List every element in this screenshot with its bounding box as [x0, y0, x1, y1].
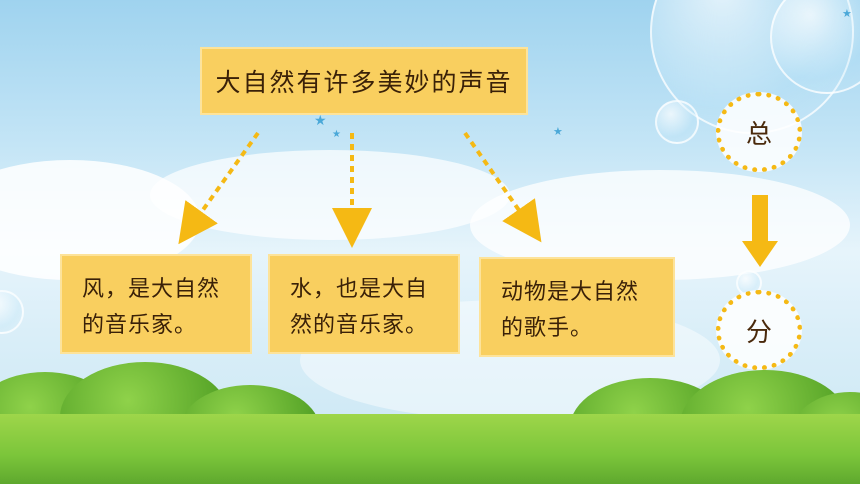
box-line: 动物是大自然 — [501, 280, 640, 305]
topic-card: 大自然有许多美妙的声音 — [200, 47, 528, 115]
structure-parts-label: 分 — [745, 317, 772, 348]
content-box-water: 水，也是大自 然的音乐家。 — [268, 254, 460, 354]
bubble — [0, 290, 24, 334]
cloud — [150, 150, 510, 240]
content-box-animals: 动物是大自然 的歌手。 — [479, 257, 675, 357]
star-icon: ★ — [314, 113, 327, 129]
topic-text: 大自然有许多美妙的声音 — [215, 68, 513, 97]
structure-parts-badge: 分 — [716, 290, 802, 370]
grass — [0, 414, 860, 484]
box-line: 风，是大自然 — [82, 277, 221, 302]
down-arrow-icon — [742, 195, 778, 267]
star-icon: ★ — [842, 7, 852, 20]
structure-total-label: 总 — [745, 119, 772, 150]
box-line: 的音乐家。 — [82, 313, 198, 338]
structure-total-badge: 总 — [716, 92, 802, 172]
star-icon: ★ — [332, 129, 341, 140]
box-line: 然的音乐家。 — [290, 313, 429, 338]
content-box-wind: 风，是大自然 的音乐家。 — [60, 254, 252, 354]
bubble — [655, 100, 699, 144]
box-line: 的歌手。 — [501, 316, 594, 341]
box-line: 水，也是大自 — [290, 277, 429, 302]
star-icon: ★ — [553, 125, 563, 138]
